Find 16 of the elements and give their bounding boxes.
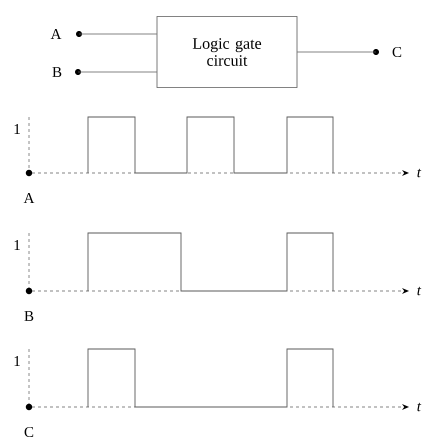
- signal-label: A: [24, 193, 34, 203]
- level-label: 1: [14, 240, 20, 250]
- signal-label: C: [24, 426, 34, 438]
- node-label: A: [50, 29, 62, 39]
- node-label: B: [52, 67, 62, 77]
- logic-box: Logic gate circuit: [156, 16, 298, 88]
- terminal: B: [52, 67, 81, 77]
- axis-label: t: [417, 168, 422, 178]
- level-label: 1: [14, 124, 20, 134]
- node-label: C: [392, 46, 402, 58]
- signal-label: B: [24, 311, 34, 321]
- terminal: A: [50, 29, 82, 39]
- terminal: C: [373, 46, 402, 58]
- axis-label: t: [417, 286, 422, 296]
- axis-label: t: [417, 402, 422, 412]
- level-label: 1: [14, 356, 20, 366]
